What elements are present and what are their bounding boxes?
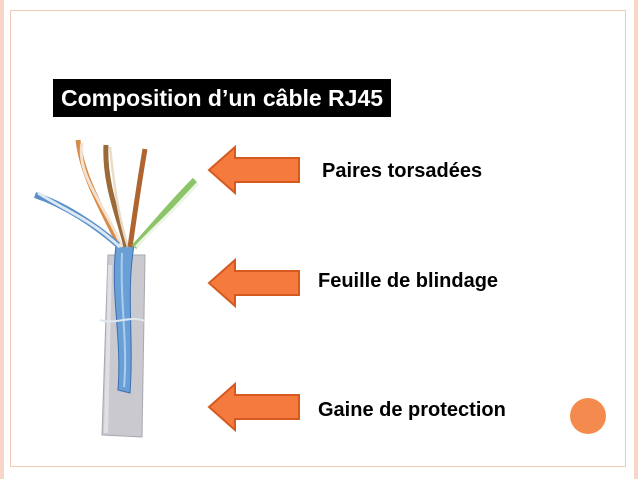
slide-frame [10, 10, 626, 467]
arrow-left-icon [207, 382, 300, 432]
cable-illustration [34, 139, 200, 438]
accent-dot [570, 398, 606, 434]
label-twisted-pairs: Paires torsadées [322, 160, 483, 182]
arrow-left-icon [207, 145, 300, 195]
slide-edge-left [0, 0, 4, 479]
label-protective-sheath: Gaine de protection [318, 399, 506, 421]
arrow-left-icon [207, 258, 300, 308]
label-shielding-foil: Feuille de blindage [318, 270, 499, 292]
slide-title: Composition d’un câble RJ45 [53, 79, 392, 117]
slide-edge-right [634, 0, 638, 479]
